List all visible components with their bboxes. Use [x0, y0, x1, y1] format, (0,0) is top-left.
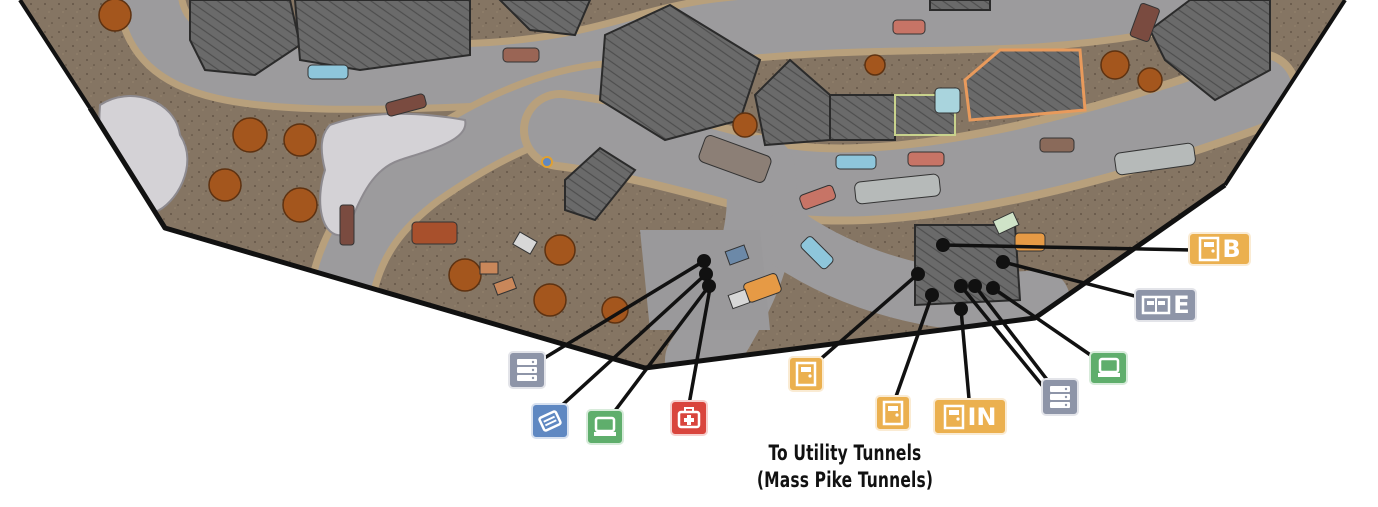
marker-storage-east[interactable]: [1041, 378, 1079, 416]
marker-holotape[interactable]: [531, 403, 569, 439]
vehicles: [307, 2, 1196, 303]
marker-computer-west[interactable]: [586, 409, 624, 445]
door-icon: [1199, 236, 1220, 262]
door-icon: [944, 404, 965, 429]
terminal-panel-icon: [1142, 295, 1171, 315]
holotape-icon: [538, 410, 562, 432]
tunnel-caption-line2: (Mass Pike Tunnels): [756, 468, 934, 492]
marker-leader-lines: [527, 243, 1193, 422]
map-location-dot: [541, 156, 553, 168]
settlement-wall-east: [1223, 0, 1347, 187]
marker-storage-west[interactable]: [508, 351, 546, 389]
marker-door-b-label: B: [1222, 235, 1241, 263]
marker-door-in[interactable]: IN: [933, 398, 1007, 435]
computer-icon: [594, 416, 616, 436]
computer-icon: [1097, 357, 1120, 377]
marker-door-in-label: IN: [967, 402, 997, 431]
marker-computer-east[interactable]: [1089, 351, 1128, 385]
settlement-wall: [87, 106, 1227, 371]
marker-terminal-e-label: E: [1173, 291, 1190, 319]
marker-anchor-dots: [697, 238, 1010, 316]
storage-icon: [517, 359, 537, 381]
marker-door-south[interactable]: [875, 395, 911, 431]
marker-firstaid[interactable]: [670, 400, 708, 436]
tunnel-caption-line1: To Utility Tunnels: [768, 441, 922, 465]
marker-terminal-e[interactable]: E: [1134, 288, 1197, 322]
settlement-wall-west: [18, 0, 92, 110]
tunnel-caption: To Utility Tunnels (Mass Pike Tunnels): [726, 440, 964, 494]
door-icon: [795, 361, 817, 387]
first-aid-icon: [677, 407, 701, 429]
crates: [479, 211, 1020, 310]
marker-door-b[interactable]: B: [1188, 232, 1251, 266]
storage-icon: [1050, 386, 1070, 408]
trees: [98, 0, 1163, 324]
buildings: [189, 0, 1271, 307]
rock-patch-center: [319, 112, 467, 237]
door-icon: [882, 400, 904, 426]
marker-door-west[interactable]: [788, 356, 824, 392]
